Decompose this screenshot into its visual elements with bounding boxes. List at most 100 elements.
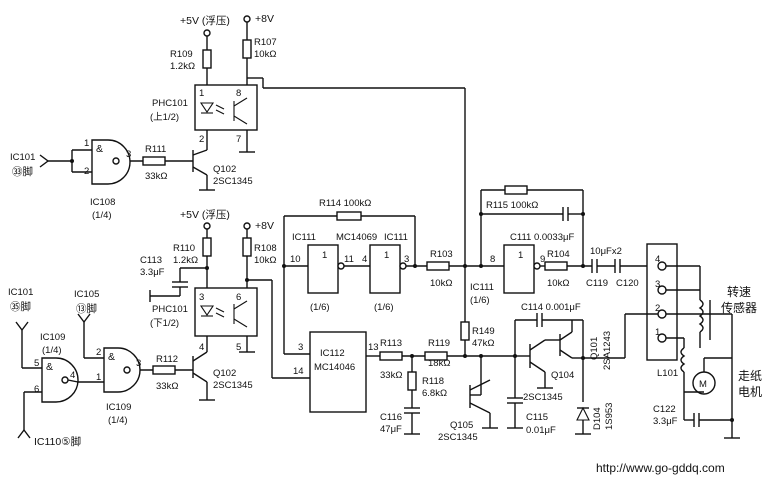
part-sub: (1/4) [42,345,62,356]
pin-label: 10 [290,254,301,265]
inverter-ic111-b [369,244,401,294]
pin-label: 1 [655,327,660,338]
pin-label: 5 [236,342,241,353]
gate-symbol: & [108,351,115,363]
pin-label: 3 [298,342,303,353]
part-sub: (上1/2) [150,112,179,123]
part-label: IC109 [40,332,65,343]
resistor-r107 [242,39,252,59]
part-label: R103 [430,249,453,260]
pin-label: 1 [84,138,89,149]
part-label: Q104 [551,370,574,381]
ic112-mc14046 [309,331,367,413]
part-sub: (下1/2) [150,318,179,329]
part-type: 2SC1345 [213,380,253,391]
gate-symbol: 1 [518,250,523,261]
part-value: 47μF [380,424,402,435]
part-value: 6.8kΩ [422,388,447,399]
part-label: IC111 [292,232,316,243]
part-label: R114 100kΩ [319,198,371,209]
nand-gate-ic109-b [103,347,141,393]
resistor-r113 [379,351,403,361]
gate-symbol: & [96,143,103,155]
sensor-label: 传感器 [721,300,757,315]
pin-label: 4 [70,370,75,381]
supply-label: +8V [255,13,274,25]
part-label: MC14046 [314,362,355,373]
part-type: 2SA1243 [602,331,613,370]
supply-label: +5V (浮压) [180,15,230,27]
input-label: IC105 [74,289,99,300]
part-value: 33kΩ [380,370,402,381]
part-label: R119 [428,338,450,349]
part-value: 3.3μF [653,416,678,427]
part-sub: (1/4) [108,415,128,426]
part-value: 10kΩ [547,278,569,289]
resistor-r118 [407,371,417,391]
part-label: IC112 [320,348,345,359]
part-sub: (1/4) [92,210,112,221]
resistor-r149 [460,321,470,341]
motor-label: 电机 [738,385,762,399]
gate-symbol: 1 [322,250,327,261]
input-label: IC110⑤脚 [34,435,81,448]
pin-label: 3 [136,358,141,369]
resistor-r109 [202,49,212,69]
input-label: IC101 [8,287,33,298]
supply-label: +8V [255,220,274,232]
supply-node [243,222,251,230]
pin-label: 8 [236,88,241,99]
pin-label: 3 [404,254,409,265]
resistor-r111 [142,156,166,166]
supply-node [203,29,211,37]
part-type: 2SC1345 [523,392,563,403]
part-value: 10kΩ [430,278,452,289]
part-label: C111 0.0033μF [510,232,574,243]
part-label: C114 0.001μF [521,302,581,313]
part-label: C115 [526,412,548,423]
part-label: R112 [156,354,178,365]
pin-label: 13 [368,342,379,353]
part-value: 18kΩ [428,358,450,369]
input-pin: ⑬脚 [76,302,97,315]
gate-symbol: 1 [384,250,389,261]
part-label: IC111 [470,282,494,293]
supply-node [203,222,211,230]
part-label: MC14069 [336,232,377,243]
optocoupler-phc101-lower [194,287,258,337]
nand-gate-ic108 [91,139,131,185]
part-label: R110 [173,243,195,254]
diode-icon [576,406,590,421]
part-value: 1.2kΩ [173,255,198,266]
pin-label: 2 [199,134,204,145]
part-label: PHC101 [152,98,188,109]
part-label: R104 [547,249,570,260]
part-label: Q105 [450,420,473,431]
part-label: PHC101 [152,304,188,315]
pin-label: 6 [34,384,39,395]
part-value: 10μFx2 [590,246,622,257]
part-label: R108 [254,243,277,254]
resistor-r114 [336,211,362,221]
part-label: R113 [380,338,402,349]
gate-symbol: & [46,361,53,373]
connector-pins: 4 3 2 1 [655,254,667,343]
part-type: 2SC1345 [438,432,478,443]
part-label: C122 [653,404,676,415]
led-icon [199,102,215,113]
pin-label: 5 [34,358,39,369]
resistor-r110 [202,237,212,257]
input-pin: ㉝脚 [12,165,33,178]
pin-label: 11 [344,254,354,265]
part-value: 33kΩ [156,381,178,392]
pin-label: 4 [362,254,367,265]
pin-label: 4 [655,254,660,265]
part-value: 1.2kΩ [170,61,195,72]
pin-label: 3 [199,292,204,303]
part-label: C116 [380,412,402,423]
part-value: 33kΩ [145,171,167,182]
part-value: 0.01μF [526,425,556,436]
part-label: IC109 [106,402,131,413]
part-sub: (1/6) [310,302,330,313]
